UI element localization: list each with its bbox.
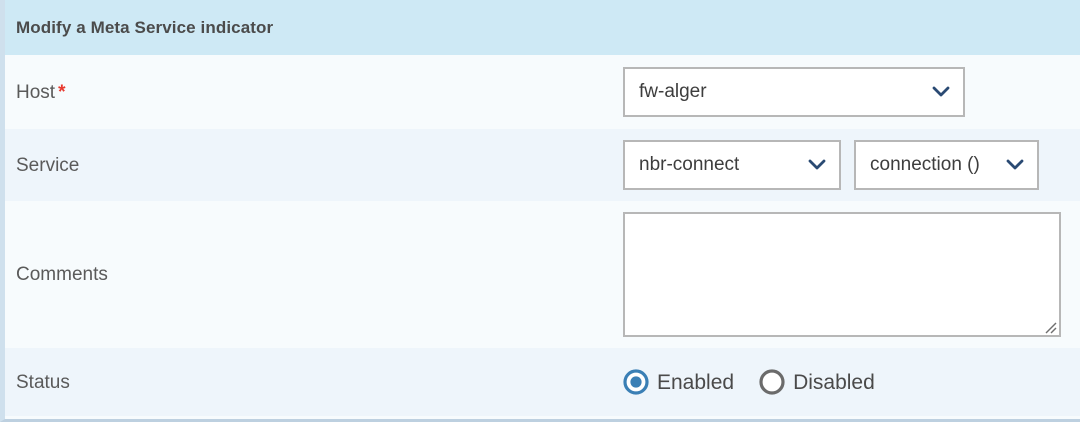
chevron-down-icon [932, 86, 950, 98]
host-select[interactable]: fw-alger [623, 67, 965, 117]
radio-selected-icon [623, 369, 649, 395]
status-radio-disabled[interactable]: Disabled [759, 369, 875, 395]
form-row-service: Service nbr-connect connection () [5, 129, 1080, 201]
comments-textarea[interactable] [623, 212, 1061, 337]
metric-select-value: connection () [870, 154, 980, 175]
host-select-value: fw-alger [639, 81, 707, 102]
status-radio-enabled-label: Enabled [657, 370, 735, 394]
form-row-host: Host* fw-alger [5, 55, 1080, 129]
service-select-value: nbr-connect [639, 154, 740, 175]
status-field: Enabled Disabled [623, 369, 1080, 395]
status-radio-enabled[interactable]: Enabled [623, 369, 734, 395]
page-title: Modify a Meta Service indicator [16, 17, 274, 37]
comments-field [623, 212, 1080, 337]
service-select[interactable]: nbr-connect [623, 140, 841, 190]
status-radio-group: Enabled Disabled [623, 369, 875, 395]
chevron-down-icon [808, 159, 826, 171]
service-field: nbr-connect connection () [623, 140, 1080, 190]
form-row-comments: Comments [5, 201, 1080, 348]
panel-header: Modify a Meta Service indicator [5, 0, 1080, 55]
status-label: Status [16, 373, 623, 392]
service-label-text: Service [16, 154, 80, 176]
radio-unselected-icon [759, 369, 785, 395]
host-label-text: Host [16, 81, 56, 103]
host-label: Host* [16, 83, 623, 102]
comments-textarea-wrap [623, 212, 1061, 337]
status-radio-disabled-label: Disabled [793, 370, 875, 394]
host-field: fw-alger [623, 67, 1080, 117]
host-required-asterisk: * [58, 81, 66, 103]
service-label: Service [16, 156, 623, 175]
comments-label: Comments [16, 265, 623, 284]
chevron-down-icon [1006, 159, 1024, 171]
comments-label-text: Comments [16, 264, 108, 285]
metric-select[interactable]: connection () [854, 140, 1039, 190]
form-row-status: Status Enabled [5, 348, 1080, 416]
status-label-text: Status [16, 371, 70, 393]
